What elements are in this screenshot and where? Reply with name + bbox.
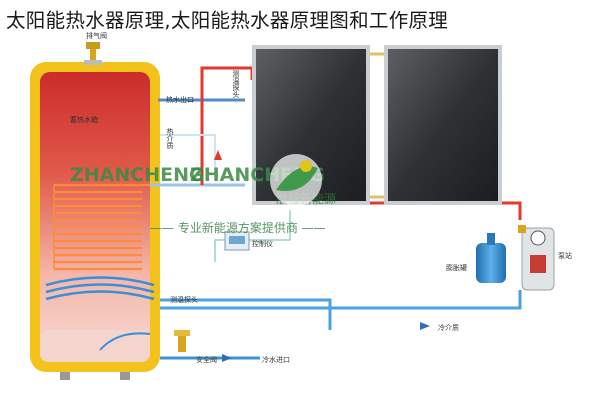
watermark-tagline: —— 专业新能源方案提供商 —— — [150, 220, 326, 235]
label-safety-valve: 安全阀 — [196, 355, 217, 364]
pump-station — [518, 225, 555, 291]
vent-valve — [84, 42, 102, 65]
solar-collector-right — [384, 45, 502, 205]
cold-inlet-arrow — [222, 354, 232, 362]
expansion-tank — [476, 233, 506, 283]
label-temp-probe-bottom: 测温探头 — [170, 295, 198, 304]
label-cold-medium: 冷介质 — [438, 323, 459, 332]
label-temp-probe-top: 测温探头 — [232, 70, 240, 99]
cold-coil — [45, 276, 155, 351]
label-hot-water-outlet: 热水出口 — [166, 95, 194, 104]
watermark: ZHANCHENG ZHANCHENG 展程新能源 —— 专业新能源方案提供商 … — [70, 154, 336, 235]
label-tank: 蓄热水箱 — [70, 115, 98, 124]
label-expansion-tank: 膨胀罐 — [446, 263, 467, 272]
label-vent-valve: 排气阀 — [86, 31, 107, 40]
collector-outlet-pipe — [370, 201, 522, 220]
label-pump-station: 泵站 — [558, 251, 572, 260]
page-title: 太阳能热水器原理,太阳能热水器原理图和工作原理 — [6, 9, 449, 32]
cold-medium-pipe — [160, 298, 332, 330]
watermark-brand-left: ZHANCHENG — [70, 164, 205, 186]
safety-valve — [174, 330, 190, 352]
flow-arrow-down — [214, 150, 222, 160]
cold-medium-line — [160, 290, 522, 310]
label-hot-medium: 热介质 — [166, 127, 174, 150]
controller-box — [224, 231, 250, 251]
label-controller: 控制仪 — [252, 239, 273, 248]
hot-coil — [53, 183, 150, 271]
controller-wire — [214, 210, 291, 262]
cold-medium-arrow — [420, 322, 430, 330]
label-cold-water-inlet: 冷水进口 — [262, 355, 290, 364]
